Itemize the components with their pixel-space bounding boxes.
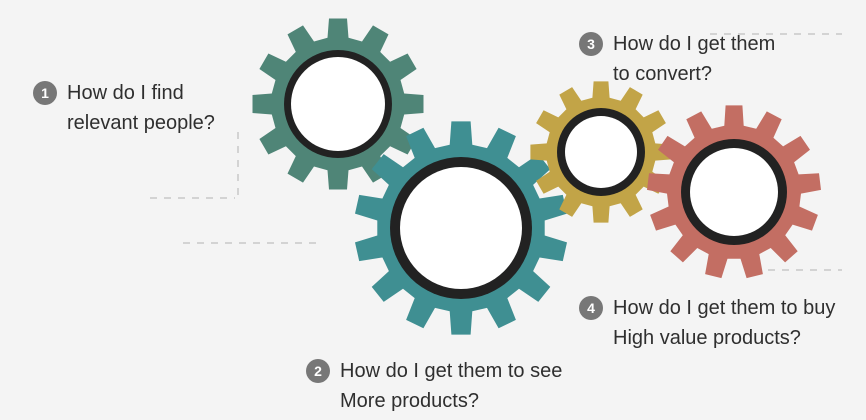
question-4-number-badge: 4 xyxy=(579,296,603,320)
question-4-text: How do I get them to buy High value prod… xyxy=(613,293,835,353)
question-4-line-1: How do I get them to buy xyxy=(613,297,836,319)
gear-1-center xyxy=(291,57,385,151)
gear-4-center xyxy=(690,148,778,236)
question-2-number-badge: 2 xyxy=(306,359,330,383)
question-4-line-2: High value products? xyxy=(613,327,801,349)
gear-2-icon xyxy=(355,121,567,335)
question-2-line-2: More products? xyxy=(340,390,479,412)
question-1: 1 How do I find relevant people? xyxy=(33,78,215,138)
question-2-text: How do I get them to see More products? xyxy=(340,356,562,416)
gear-3-center xyxy=(565,116,637,188)
question-3-text: How do I get them to convert? xyxy=(613,29,775,89)
question-2: 2 How do I get them to see More products… xyxy=(306,356,562,416)
question-2-line-1: How do I get them to see xyxy=(340,360,563,382)
gear-3-icon xyxy=(530,81,672,223)
gear-4-icon xyxy=(647,105,821,279)
question-3-number-badge: 3 xyxy=(579,32,603,56)
question-3-line-1: How do I get them xyxy=(613,33,776,55)
question-1-text: How do I find relevant people? xyxy=(67,78,215,138)
question-1-number-badge: 1 xyxy=(33,81,57,105)
question-1-line-2: relevant people? xyxy=(67,112,215,134)
gear-2-center xyxy=(400,167,522,289)
gear-1-icon xyxy=(252,18,424,190)
question-3: 3 How do I get them to convert? xyxy=(579,29,775,89)
question-3-line-2: to convert? xyxy=(613,63,712,85)
question-1-line-1: How do I find xyxy=(67,82,184,104)
question-4: 4 How do I get them to buy High value pr… xyxy=(579,293,835,353)
